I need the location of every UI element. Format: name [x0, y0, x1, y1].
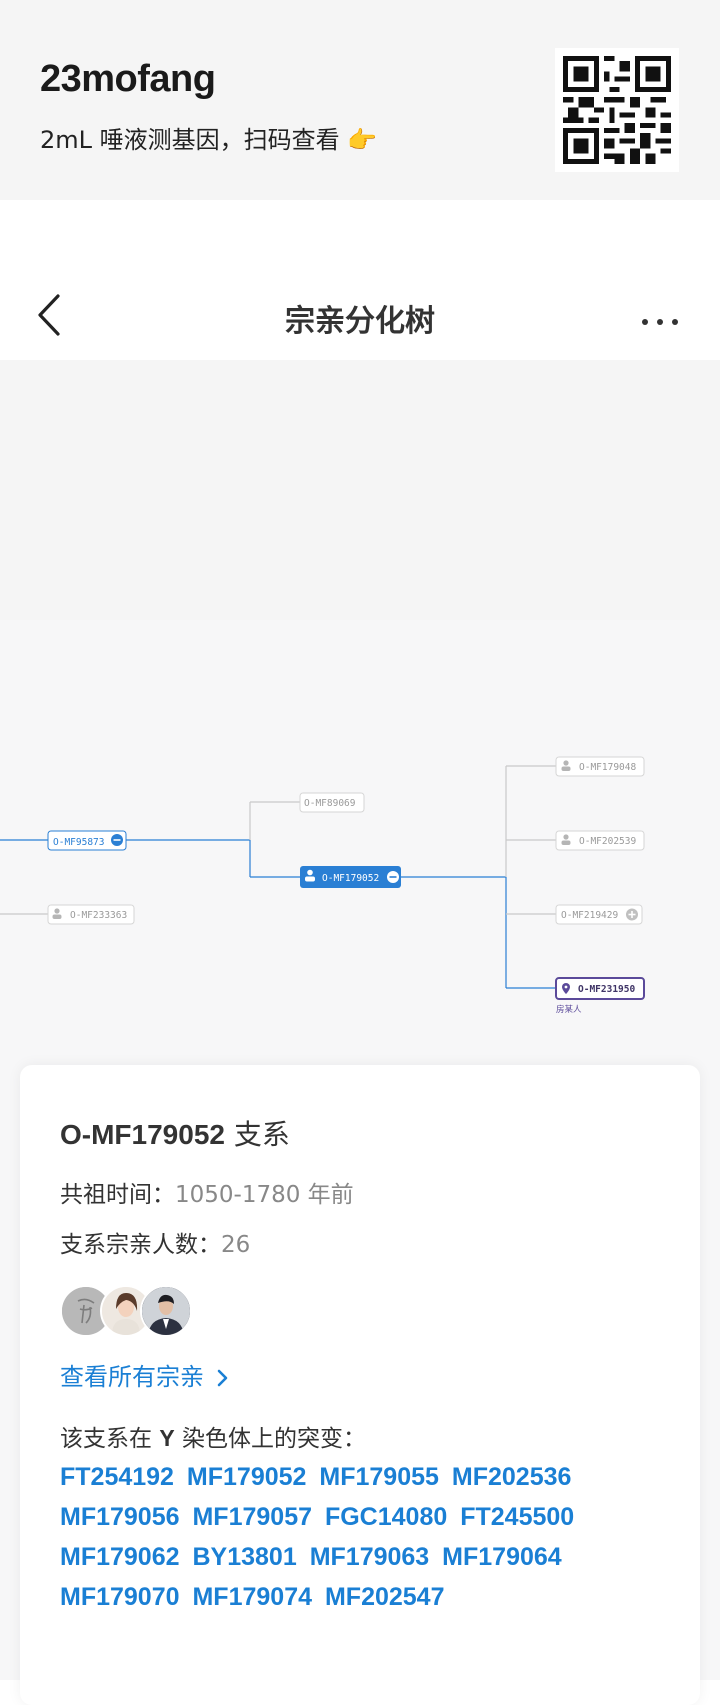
mutations-heading: 该支系在 Y 染色体上的突变：: [60, 1419, 366, 1453]
ancestor-time-row: 共祖时间：1050-1780 年前: [60, 1175, 354, 1209]
lineage-tree[interactable]: O-MF95873 O-MF233363 O-MF89069 O-MF17905…: [0, 360, 720, 1120]
avatar[interactable]: [140, 1285, 192, 1337]
mutations-heading-pre: 该支系在: [60, 1426, 152, 1452]
tree-node-mf202539[interactable]: O-MF202539: [555, 830, 645, 851]
member-count-value: 26: [221, 1232, 251, 1258]
mutations-heading-y: Y: [159, 1425, 175, 1451]
back-button[interactable]: [34, 292, 68, 338]
mutation-item[interactable]: MF179070: [60, 1583, 180, 1611]
tree-node-mf233363[interactable]: O-MF233363: [47, 904, 135, 925]
branch-title: O-MF179052 支系: [60, 1113, 290, 1153]
node-label: O-MF179048: [579, 762, 636, 773]
node-label: O-MF233363: [70, 910, 127, 921]
tree-node-mf219429[interactable]: O-MF219429: [555, 904, 643, 925]
person-icon: [561, 760, 571, 771]
mutations-heading-post: 染色体上的突变：: [181, 1426, 366, 1452]
brand-logo: 23mofang: [40, 58, 216, 100]
mutation-item[interactable]: MF179063: [309, 1543, 430, 1571]
promo-banner: 23mofang 2mL 唾液测基因，扫码查看 👉: [0, 0, 720, 200]
more-icon: [642, 319, 678, 325]
tree-node-mf95873[interactable]: O-MF95873: [47, 830, 127, 851]
mutation-item[interactable]: MF202536: [451, 1463, 572, 1491]
branch-detail-card: O-MF179052 支系 共祖时间：1050-1780 年前 支系宗亲人数：2…: [20, 1065, 700, 1705]
tree-node-mf231950[interactable]: O-MF231950: [555, 977, 645, 1000]
mutation-item[interactable]: MF179074: [192, 1583, 313, 1611]
mutation-item[interactable]: MF179064: [442, 1543, 562, 1571]
branch-code: O-MF179052: [60, 1119, 225, 1150]
you-label: 房某人: [556, 1004, 582, 1015]
location-pin-icon: [562, 983, 570, 994]
tree-node-mf179052[interactable]: O-MF179052: [300, 866, 401, 888]
member-count-row: 支系宗亲人数：26: [60, 1225, 250, 1259]
chevron-right-icon: [217, 1369, 227, 1387]
ancestor-time-label: 共祖时间：: [60, 1182, 175, 1208]
node-label: O-MF95873: [53, 837, 104, 848]
view-all-label: 查看所有宗亲: [60, 1363, 204, 1391]
mutation-item[interactable]: MF179052: [186, 1463, 307, 1491]
node-label: O-MF89069: [304, 798, 356, 809]
page-title: 宗亲分化树: [285, 304, 435, 339]
mutation-item[interactable]: MF179062: [60, 1543, 180, 1571]
mutation-item[interactable]: FT245500: [460, 1503, 575, 1531]
mutation-list: FT254192 MF179052 MF179055 MF202536 MF17…: [60, 1457, 620, 1617]
node-label: O-MF219429: [561, 910, 618, 921]
promo-tagline: 2mL 唾液测基因，扫码查看 👉: [40, 126, 378, 154]
qr-code[interactable]: [555, 48, 679, 172]
mutation-item[interactable]: BY13801: [192, 1543, 297, 1571]
tree-node-mf179048[interactable]: O-MF179048: [555, 756, 645, 777]
node-label: O-MF179052: [322, 873, 379, 884]
more-options-button[interactable]: [640, 312, 684, 325]
member-count-label: 支系宗亲人数：: [60, 1232, 221, 1258]
mutation-item[interactable]: FT254192: [60, 1463, 174, 1491]
person-icon: [305, 869, 315, 882]
node-label: O-MF231950: [578, 984, 635, 995]
mutation-item[interactable]: MF179056: [60, 1503, 180, 1531]
branch-suffix: 支系: [233, 1118, 290, 1151]
nav-header: 宗亲分化树: [0, 268, 720, 360]
mutation-item[interactable]: MF202547: [324, 1583, 445, 1611]
chevron-left-icon: [38, 294, 60, 336]
person-icon: [52, 908, 62, 919]
mutation-item[interactable]: MF179055: [319, 1463, 439, 1491]
node-label: O-MF202539: [579, 836, 636, 847]
mutation-item[interactable]: MF179057: [192, 1503, 313, 1531]
ancestor-time-value: 1050-1780 年前: [175, 1182, 354, 1208]
view-all-relatives-link[interactable]: 查看所有宗亲: [60, 1357, 230, 1392]
tree-node-mf89069[interactable]: O-MF89069: [299, 792, 365, 813]
person-icon: [561, 834, 571, 845]
mutation-item[interactable]: FGC14080: [324, 1503, 448, 1531]
